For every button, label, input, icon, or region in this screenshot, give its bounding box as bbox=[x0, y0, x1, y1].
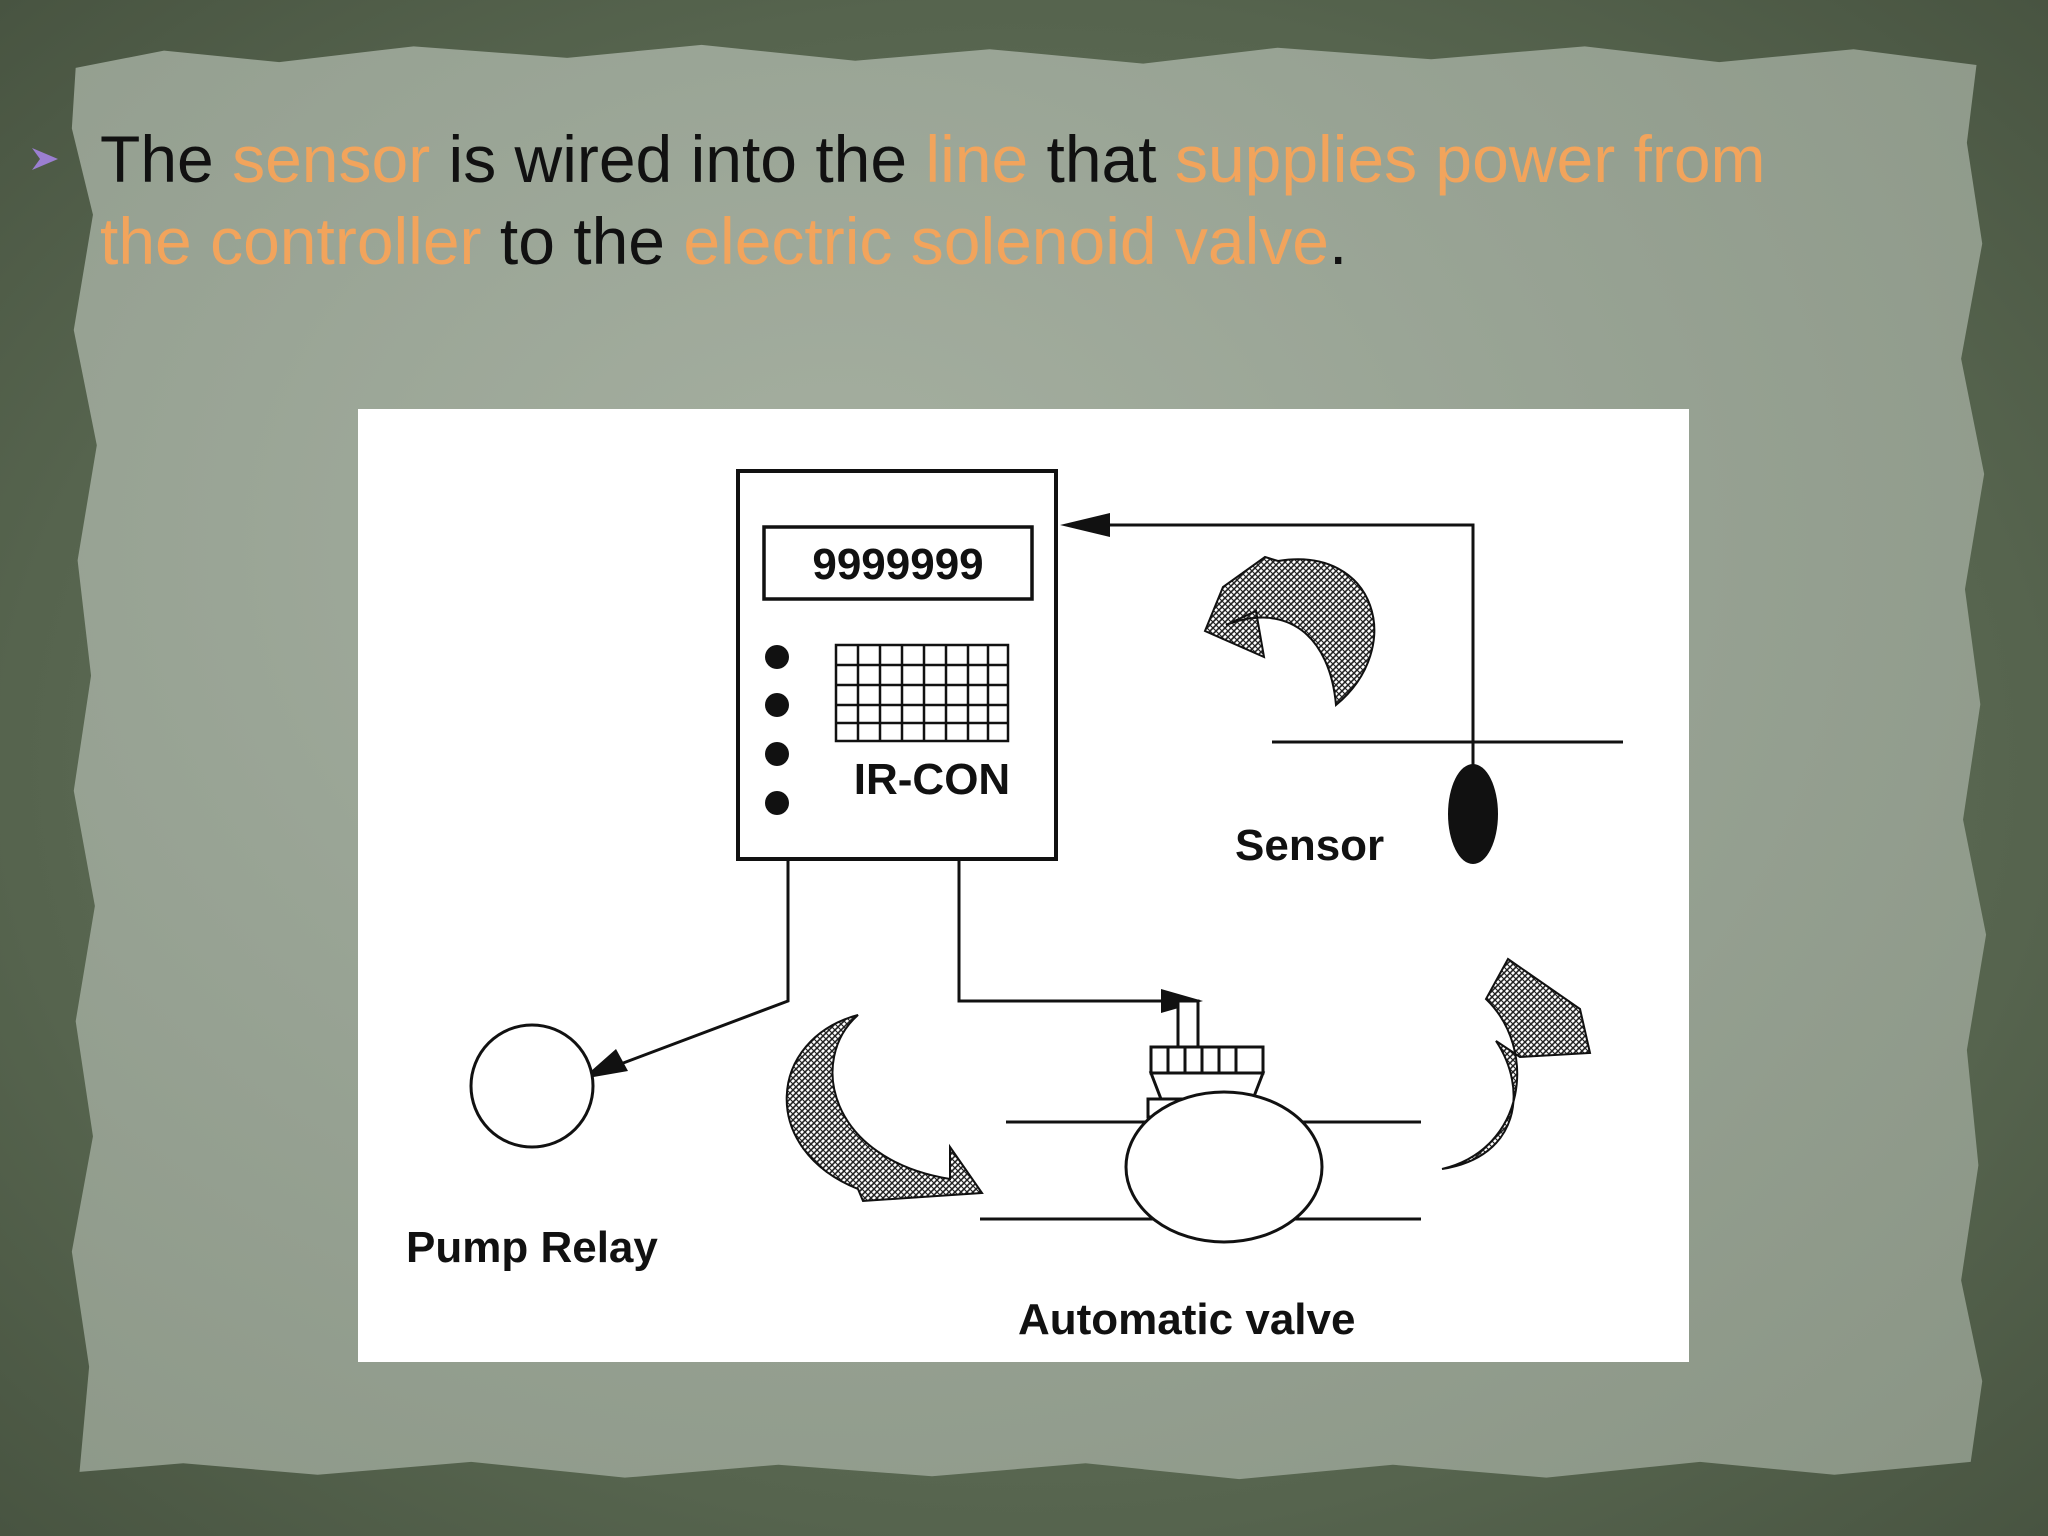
controller-display bbox=[762, 525, 1034, 601]
flow-arrow-left-icon bbox=[785, 1014, 984, 1203]
indicator-light bbox=[765, 645, 789, 669]
automatic-valve-label: Automatic valve bbox=[1018, 1295, 1355, 1344]
indicator-light bbox=[765, 742, 789, 766]
diagram-canvas: 9999999 IR-CON Sensor Pum bbox=[406, 469, 1623, 1344]
highlight-supplies-power: supplies power from the controller bbox=[100, 122, 1766, 278]
sensor-probe bbox=[1448, 764, 1498, 864]
highlight-line: line bbox=[925, 122, 1029, 196]
bullet-text: The sensor is wired into the line that s… bbox=[100, 122, 1766, 278]
pump-wire bbox=[593, 859, 790, 1076]
pump-relay-label: Pump Relay bbox=[406, 1223, 658, 1272]
sensor-wire bbox=[1068, 523, 1475, 765]
arrowhead-bullet-icon bbox=[32, 148, 58, 170]
highlight-sensor: sensor bbox=[232, 122, 431, 196]
irrigation-diagram: 9999999 IR-CON Sensor Pum bbox=[358, 409, 1689, 1362]
controller-label: IR-CON bbox=[854, 755, 1010, 804]
highlight-solenoid-valve: electric solenoid valve bbox=[683, 204, 1330, 278]
indicator-light bbox=[765, 693, 789, 717]
flow-arrow-right-icon bbox=[1441, 957, 1592, 1170]
valve-body bbox=[1124, 1090, 1324, 1244]
sensor-label: Sensor bbox=[1235, 821, 1384, 870]
flow-arrow-top-icon bbox=[1203, 555, 1376, 707]
keypad-grid bbox=[834, 643, 1010, 743]
bullet-point: The sensor is wired into the line that s… bbox=[28, 118, 1828, 282]
indicator-light bbox=[765, 791, 789, 815]
display-value: 9999999 bbox=[812, 540, 983, 589]
pump-relay-symbol bbox=[469, 1023, 595, 1149]
sensor-wire-arrowhead bbox=[1060, 513, 1110, 537]
pump-wire-arrowhead bbox=[582, 1049, 628, 1079]
valve-wire bbox=[957, 859, 1198, 1049]
